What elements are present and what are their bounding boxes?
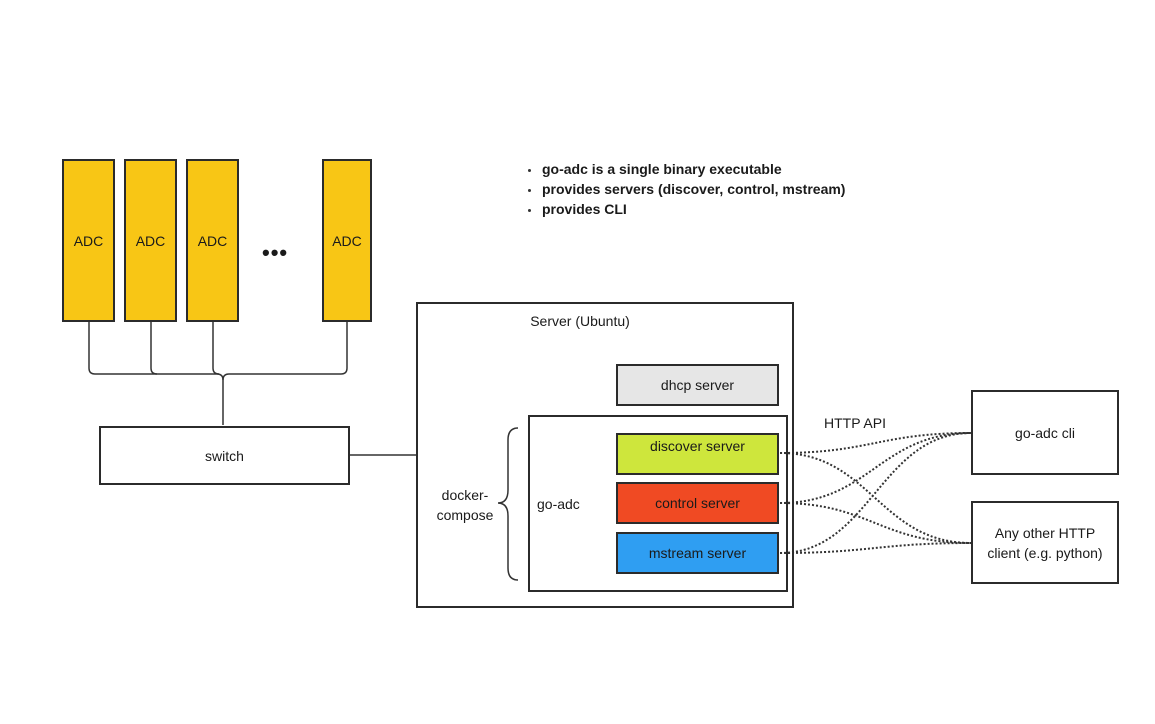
http-link xyxy=(779,502,972,544)
mstream-server-node: mstream server xyxy=(616,532,779,574)
server-label: Server (Ubuntu) xyxy=(530,313,630,329)
http-link xyxy=(779,432,972,554)
adc-bus-line xyxy=(212,322,220,375)
notes-list: go-adc is a single binary executable pro… xyxy=(524,159,845,219)
dhcp-label: dhcp server xyxy=(660,377,735,393)
http-link xyxy=(779,452,972,544)
discover-server-node: discover server xyxy=(616,433,779,475)
adc-label: ADC xyxy=(332,232,362,249)
control-server-node: control server xyxy=(616,482,779,524)
adc-bus-line xyxy=(150,322,158,375)
go-adc-container xyxy=(528,415,788,592)
adc-node: ADC xyxy=(322,159,372,322)
adc-label: ADC xyxy=(73,232,104,249)
other-client-label: Any other HTTP client (e.g. python) xyxy=(987,524,1103,561)
mstream-label: mstream server xyxy=(648,545,747,561)
note-item: provides servers (discover, control, mst… xyxy=(524,179,845,199)
cli-label: go-adc cli xyxy=(1015,424,1075,441)
note-item: provides CLI xyxy=(524,199,845,219)
adc-node: ADC xyxy=(124,159,177,322)
other-client-node: Any other HTTP client (e.g. python) xyxy=(971,501,1119,584)
dhcp-server-node: dhcp server xyxy=(616,364,779,406)
adc-bus-line xyxy=(222,322,348,381)
go-adc-label: go-adc xyxy=(537,496,580,512)
go-adc-cli-node: go-adc cli xyxy=(971,390,1119,475)
http-link xyxy=(779,432,972,454)
ellipsis: ••• xyxy=(262,240,289,265)
docker-compose-brace xyxy=(497,427,519,581)
docker-compose-label: docker- compose xyxy=(436,487,494,523)
adc-label: ADC xyxy=(135,232,166,249)
http-link xyxy=(779,432,972,504)
control-label: control server xyxy=(655,495,740,511)
http-link xyxy=(779,542,972,554)
http-api-label: HTTP API xyxy=(824,415,886,431)
adc-node: ADC xyxy=(62,159,115,322)
adc-node: ADC xyxy=(186,159,239,322)
adc-label: ADC xyxy=(197,232,228,249)
discover-label: discover server xyxy=(650,438,745,454)
note-item: go-adc is a single binary executable xyxy=(524,159,845,179)
server-container xyxy=(416,302,794,608)
switch-node: switch xyxy=(99,426,350,485)
switch-label: switch xyxy=(205,447,244,464)
